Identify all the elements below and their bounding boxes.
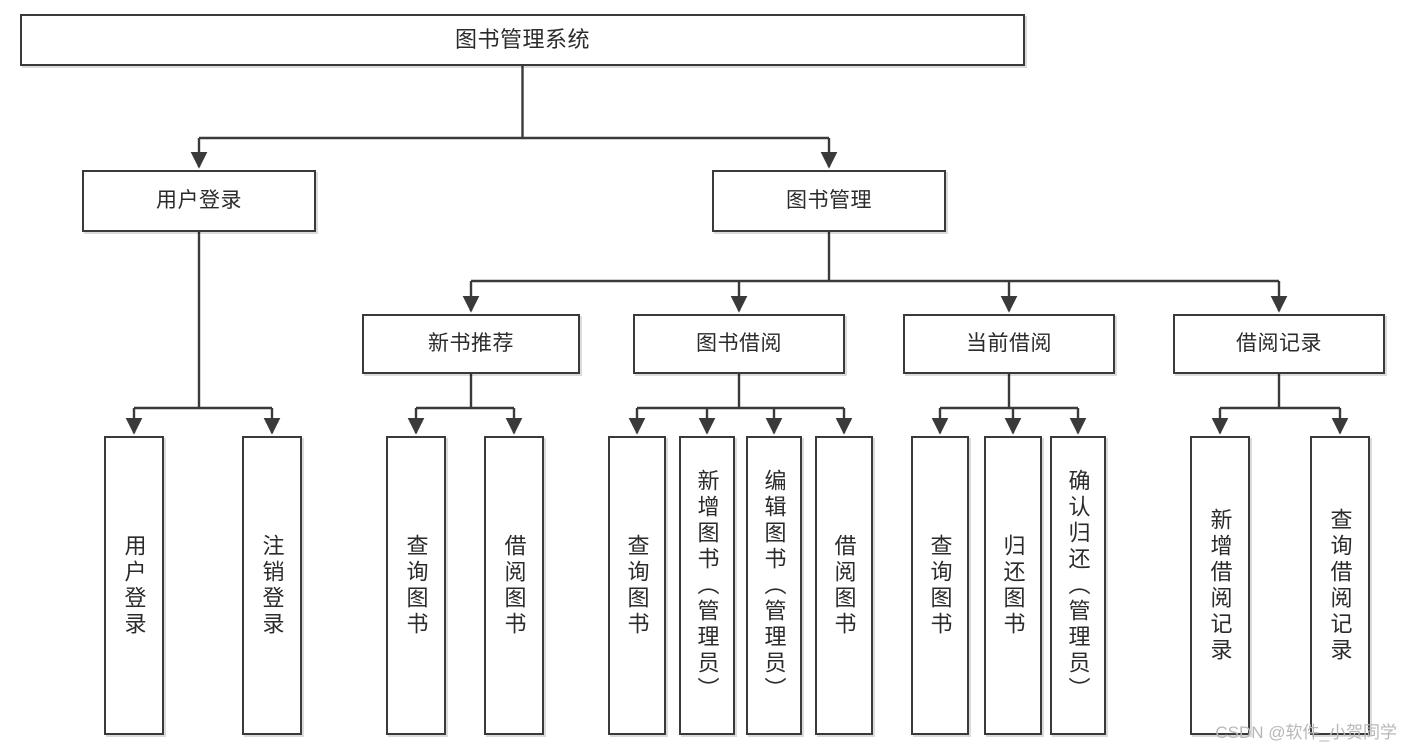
node-newbook[interactable]: 新书推荐	[362, 314, 580, 374]
node-l-qbook1[interactable]: 查询图书	[386, 436, 446, 735]
node-label: 图书管理	[786, 189, 872, 213]
node-l-qbook3[interactable]: 查询图书	[911, 436, 969, 735]
node-label: 查询图书	[403, 533, 429, 638]
node-l-login[interactable]: 用户登录	[104, 436, 164, 735]
node-label: 查询图书	[927, 533, 953, 638]
node-label: 注销登录	[259, 533, 285, 638]
node-label: 新增图书（管理员）	[694, 468, 720, 703]
node-label: 查询图书	[624, 533, 650, 638]
node-l-addbook[interactable]: 新增图书（管理员）	[679, 436, 735, 735]
node-records[interactable]: 借阅记录	[1173, 314, 1385, 374]
node-l-logout[interactable]: 注销登录	[242, 436, 302, 735]
node-label: 借阅图书	[501, 533, 527, 638]
node-label: 图书借阅	[696, 332, 782, 356]
node-l-bbook1[interactable]: 借阅图书	[484, 436, 544, 735]
node-label: 归还图书	[1000, 533, 1026, 638]
node-l-editbook[interactable]: 编辑图书（管理员）	[746, 436, 802, 735]
node-root[interactable]: 图书管理系统	[20, 14, 1025, 66]
node-label: 当前借阅	[966, 332, 1052, 356]
node-l-confirm[interactable]: 确认归还（管理员）	[1050, 436, 1106, 735]
node-label: 借阅记录	[1236, 332, 1322, 356]
node-label: 新书推荐	[428, 332, 514, 356]
node-l-addrec[interactable]: 新增借阅记录	[1190, 436, 1250, 735]
node-l-qrec[interactable]: 查询借阅记录	[1310, 436, 1370, 735]
node-bookmgmt[interactable]: 图书管理	[712, 170, 946, 232]
node-login[interactable]: 用户登录	[82, 170, 316, 232]
node-label: 用户登录	[156, 189, 242, 213]
node-l-return[interactable]: 归还图书	[984, 436, 1042, 735]
node-label: 用户登录	[121, 533, 147, 638]
node-l-bbook2[interactable]: 借阅图书	[815, 436, 873, 735]
node-label: 借阅图书	[831, 533, 857, 638]
node-label: 图书管理系统	[454, 26, 590, 52]
node-borrow[interactable]: 图书借阅	[633, 314, 845, 374]
node-l-qbook2[interactable]: 查询图书	[608, 436, 666, 735]
node-label: 确认归还（管理员）	[1065, 468, 1091, 703]
node-label: 编辑图书（管理员）	[761, 468, 787, 703]
node-label: 新增借阅记录	[1207, 507, 1233, 664]
node-current[interactable]: 当前借阅	[903, 314, 1115, 374]
node-label: 查询借阅记录	[1327, 507, 1353, 664]
